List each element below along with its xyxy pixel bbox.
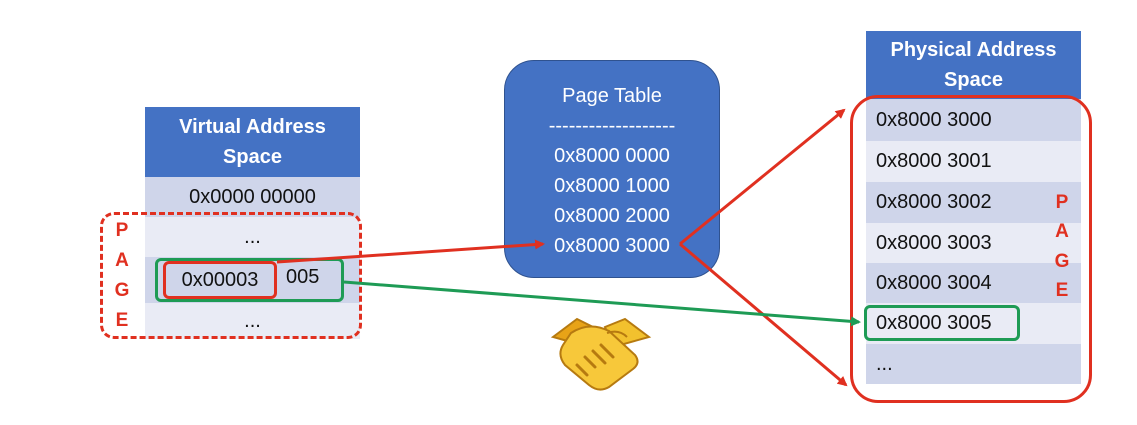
physical-row-4: 0x8000 3004	[866, 263, 1081, 303]
physical-header-label: Physical Address Space	[890, 39, 1057, 91]
virtual-row-1: ...	[145, 217, 360, 257]
virtual-row-3-text: ...	[244, 309, 261, 332]
physical-row-4-text: 0x8000 3004	[876, 271, 992, 294]
page-table-title: Page Table	[562, 85, 662, 107]
virtual-page-letter-g: G	[114, 280, 130, 301]
page-table-entry-1: 0x8000 1000	[554, 175, 670, 197]
page-table-entry-0: 0x8000 0000	[554, 145, 670, 167]
page-table-entry-2: 0x8000 2000	[554, 205, 670, 227]
virtual-row-2	[145, 257, 360, 303]
physical-page-label: P A G E	[1051, 192, 1073, 302]
physical-page-letter-e: E	[1055, 279, 1069, 301]
virtual-page-letter-a: A	[115, 250, 129, 271]
virtual-row-3: ...	[145, 303, 360, 339]
virtual-page-dashed-box	[100, 212, 362, 339]
physical-row-0: 0x8000 3000	[866, 99, 1081, 141]
arrow-table-to-page-start	[679, 108, 846, 246]
physical-row-0-text: 0x8000 3000	[876, 108, 992, 131]
physical-row-5-text: 0x8000 3005	[876, 312, 992, 334]
arrow-page-to-table	[276, 239, 545, 264]
physical-address-space-header: Physical Address Space	[866, 31, 1081, 99]
physical-row-1: 0x8000 3001	[866, 141, 1081, 182]
virtual-page-label: P A G E	[111, 220, 133, 332]
virtual-row-0: 0x0000 00000	[145, 177, 360, 217]
physical-row-6-text: ...	[876, 352, 893, 375]
physical-target-green-box	[864, 305, 1020, 341]
virtual-row-1-text: ...	[244, 225, 261, 248]
physical-page-letter-g: G	[1054, 250, 1070, 272]
virtual-header-label: Virtual Address Space	[179, 116, 326, 168]
page-table-entry-3: 0x8000 3000	[554, 235, 670, 257]
physical-row-1-text: 0x8000 3001	[876, 150, 992, 172]
physical-row-2: 0x8000 3002	[866, 182, 1081, 223]
physical-page-red-box	[850, 95, 1092, 403]
physical-row-3-text: 0x8000 3003	[876, 231, 992, 254]
page-number-text: 0x00003	[181, 268, 259, 291]
physical-page-letter-a: A	[1055, 221, 1069, 243]
virtual-address-green-box	[155, 258, 344, 302]
arrow-offset-to-physical	[343, 280, 861, 327]
page-number-red-box: 0x00003	[163, 261, 277, 299]
virtual-page-letter-p: P	[115, 220, 129, 241]
physical-row-6: ...	[866, 344, 1081, 384]
virtual-address-space-header: Virtual Address Space	[145, 107, 360, 177]
physical-row-2-text: 0x8000 3002	[876, 191, 992, 213]
page-table-divider: -------------------	[548, 115, 676, 137]
physical-row-3: 0x8000 3003	[866, 223, 1081, 263]
virtual-page-letter-e: E	[115, 310, 129, 331]
physical-page-letter-p: P	[1055, 192, 1069, 213]
handshake-icon	[550, 317, 652, 391]
offset-text: 005	[286, 266, 320, 288]
physical-row-5: 0x8000 3005	[866, 303, 1081, 344]
virtual-row-0-text: 0x0000 00000	[189, 185, 316, 208]
